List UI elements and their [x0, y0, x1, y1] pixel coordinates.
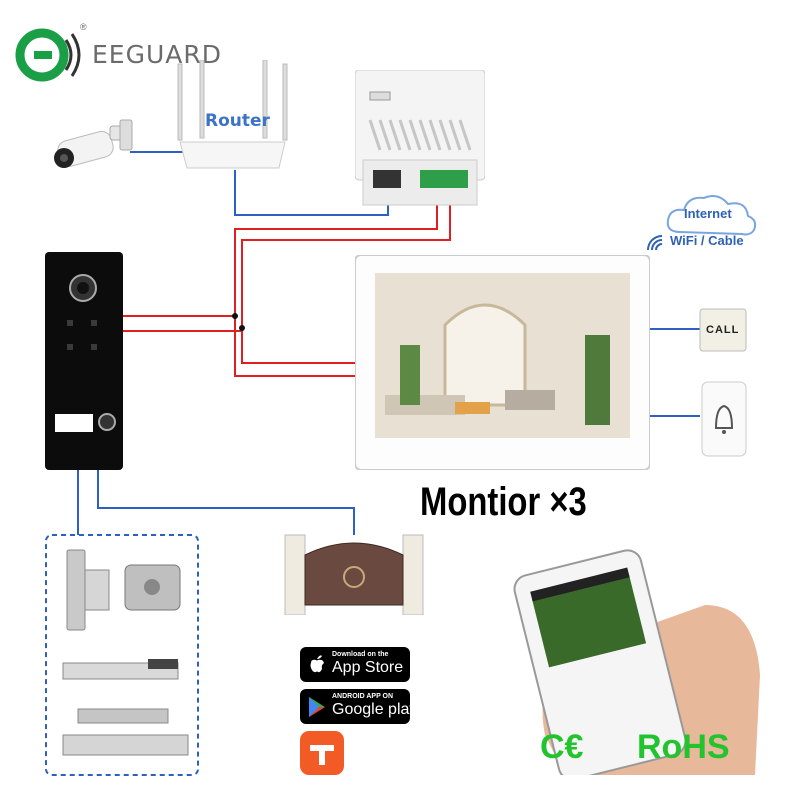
registered-mark: ®: [80, 22, 87, 32]
smartphone-app: [505, 535, 765, 781]
app-store-text: App Store: [332, 659, 404, 676]
app-store-small-text: Download on the: [332, 651, 389, 658]
strike-lock-icon: [66, 549, 181, 631]
monitor-icon: [354, 254, 651, 471]
bus-wires: [122, 190, 451, 377]
wifi-icon: [644, 232, 666, 254]
phone-hand-icon: [513, 549, 760, 781]
apple-icon: [310, 655, 324, 673]
cloud-icon: [666, 195, 757, 236]
google-play-badge[interactable]: ANDROID APP ON Google play: [300, 689, 417, 724]
app-store-badge[interactable]: Download on the App Store: [300, 647, 410, 682]
tuya-icon: [310, 745, 334, 765]
door-chime: [700, 380, 748, 458]
controller-icon: [354, 69, 486, 206]
indoor-monitor: [354, 254, 651, 471]
magnetic-lock-icon: [62, 708, 189, 756]
camera-icon: [54, 119, 133, 168]
internet-label: Internet: [684, 206, 732, 221]
network-controller: [354, 69, 486, 210]
router-label: Router: [205, 111, 270, 131]
gate: [283, 525, 425, 616]
bolt-lock-icon: [62, 659, 179, 680]
door-station-icon: [45, 252, 123, 470]
logo-icon: [15, 28, 81, 82]
monitor-label: Montior ×3: [420, 480, 587, 524]
ce-mark: C€: [540, 728, 584, 766]
call-label: CALL: [706, 324, 740, 336]
wifi-cable-label: WiFi / Cable: [670, 233, 744, 248]
google-play-text: Google play: [332, 701, 418, 718]
electric-strike-lock: [55, 545, 190, 635]
door-station: [45, 252, 123, 470]
bullet-camera: [50, 118, 135, 178]
call-button-device: [698, 305, 748, 353]
magnetic-lock: [58, 705, 193, 760]
router-icon: [177, 59, 288, 169]
cloud: [662, 190, 762, 250]
brand-logo: [12, 20, 82, 90]
bell-icon: [701, 381, 747, 457]
google-play-small-text: ANDROID APP ON: [332, 693, 394, 700]
google-play-icon: [309, 697, 325, 717]
gate-icon: [284, 534, 424, 616]
lock-group-box: [45, 534, 199, 776]
tuya-app-icon[interactable]: [300, 731, 344, 775]
call-button-icon: [699, 308, 747, 352]
rohs-mark: RoHS: [637, 728, 730, 766]
bolt-lock: [58, 655, 188, 685]
router: [175, 59, 290, 175]
